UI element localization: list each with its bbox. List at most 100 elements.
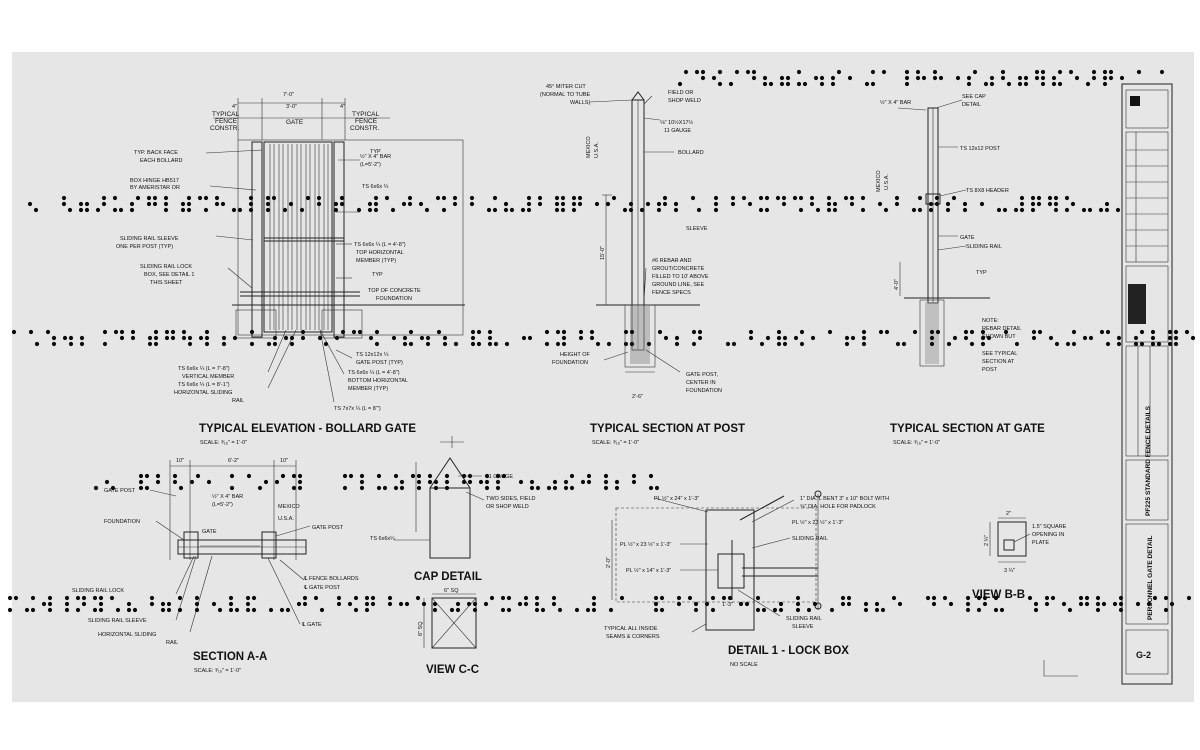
braille-dot: [795, 607, 801, 613]
braille-dot: [119, 335, 125, 341]
braille-dot: [398, 601, 404, 607]
braille-dot: [1027, 595, 1033, 601]
post-dim-2-6: 2'-6": [632, 394, 643, 400]
view-c-title: VIEW C-C: [426, 664, 479, 676]
braille-dot: [245, 607, 251, 613]
braille-dot: [112, 207, 118, 213]
braille-dot: [146, 201, 152, 207]
braille-dot: [1000, 75, 1006, 81]
braille-dot: [1116, 335, 1122, 341]
braille-dot: [402, 335, 408, 341]
post-rebar: #6 REBAR AND: [652, 258, 691, 264]
braille-dot: [798, 207, 804, 213]
braille-dot: [518, 479, 524, 485]
braille-dot: [674, 341, 680, 347]
braille-dot: [1167, 335, 1173, 341]
braille-dot: [836, 69, 842, 75]
braille-dot: [993, 607, 999, 613]
braille-dot: [416, 473, 422, 479]
braille-dot: [229, 473, 235, 479]
braille-dot: [551, 595, 557, 601]
braille-dot: [751, 69, 757, 75]
braille-dot: [467, 473, 473, 479]
braille-dot: [234, 607, 240, 613]
braille-dot: [177, 595, 183, 601]
braille-dot: [1095, 607, 1101, 613]
braille-dot: [487, 329, 493, 335]
braille-dot: [656, 201, 662, 207]
sa-gate-post-cl: ℄ GATE POST: [303, 585, 341, 591]
braille-dot: [336, 595, 342, 601]
sa-gate-post-left: GATE POST: [104, 488, 136, 494]
braille-dot: [870, 69, 876, 75]
braille-dot: [61, 201, 67, 207]
braille-dot: [466, 601, 472, 607]
lb-sliding-rail: SLIDING RAIL: [792, 536, 828, 542]
braille-dot: [951, 195, 957, 201]
braille-dot: [1071, 329, 1077, 335]
braille-dot: [1006, 81, 1012, 87]
braille-dot: [291, 485, 297, 491]
braille-dot: [289, 335, 295, 341]
braille-dot: [1163, 595, 1169, 601]
braille-dot: [442, 335, 448, 341]
braille-dot: [432, 601, 438, 607]
braille-dot: [300, 329, 306, 335]
braille-dot: [246, 473, 252, 479]
braille-dot: [407, 195, 413, 201]
braille-dot: [929, 335, 935, 341]
braille-dot: [316, 195, 322, 201]
post-field-weld: FIELD OR: [668, 90, 693, 96]
gate-note-5: SECTION AT: [982, 359, 1015, 365]
braille-dot: [761, 607, 767, 613]
braille-dot: [589, 329, 595, 335]
braille-dot: [795, 601, 801, 607]
braille-dot: [952, 335, 958, 341]
post-gate-post-3: FOUNDATION: [686, 388, 722, 394]
braille-dot: [781, 201, 787, 207]
braille-dot: [291, 473, 297, 479]
braille-dot: [1150, 341, 1156, 347]
braille-dot: [983, 81, 989, 87]
braille-dot: [197, 195, 203, 201]
vb-square-opening-2: OPENING IN: [1032, 532, 1064, 538]
braille-dot: [619, 595, 625, 601]
braille-dot: [231, 207, 237, 213]
gate-note-4: SEE TYPICAL: [982, 351, 1017, 357]
braille-dot: [1070, 201, 1076, 207]
braille-dot: [521, 335, 527, 341]
braille-dot: [495, 485, 501, 491]
braille-dot: [969, 341, 975, 347]
braille-dot: [623, 341, 629, 347]
braille-dot: [487, 341, 493, 347]
braille-dot: [1146, 601, 1152, 607]
braille-dot: [595, 341, 601, 347]
braille-dot: [917, 207, 923, 213]
braille-dot: [527, 335, 533, 341]
elev-gate-label: GATE: [286, 119, 304, 126]
braille-dot: [186, 195, 192, 201]
braille-dot: [764, 207, 770, 213]
braille-dot: [846, 595, 852, 601]
braille-dot: [1065, 341, 1071, 347]
braille-dot: [765, 335, 771, 341]
lb-pl-23a: PL ½" x 23 ½" x 1'-3": [620, 541, 671, 548]
braille-dot: [529, 479, 535, 485]
braille-dot: [280, 473, 286, 479]
braille-dot: [645, 201, 651, 207]
elev-gate-post-typ: GATE POST (TYP): [356, 360, 403, 366]
braille-dot: [274, 479, 280, 485]
braille-dot: [713, 195, 719, 201]
braille-dot: [1119, 75, 1125, 81]
braille-dot: [319, 607, 325, 613]
braille-dot: [130, 329, 136, 335]
braille-dot: [785, 75, 791, 81]
braille-dot: [1159, 69, 1165, 75]
braille-dot: [965, 595, 971, 601]
post-gate-post: GATE POST,: [686, 372, 718, 378]
braille-dot: [982, 595, 988, 601]
braille-dot: [353, 595, 359, 601]
braille-dot: [333, 207, 339, 213]
braille-dot: [272, 335, 278, 341]
braille-dot: [155, 473, 161, 479]
